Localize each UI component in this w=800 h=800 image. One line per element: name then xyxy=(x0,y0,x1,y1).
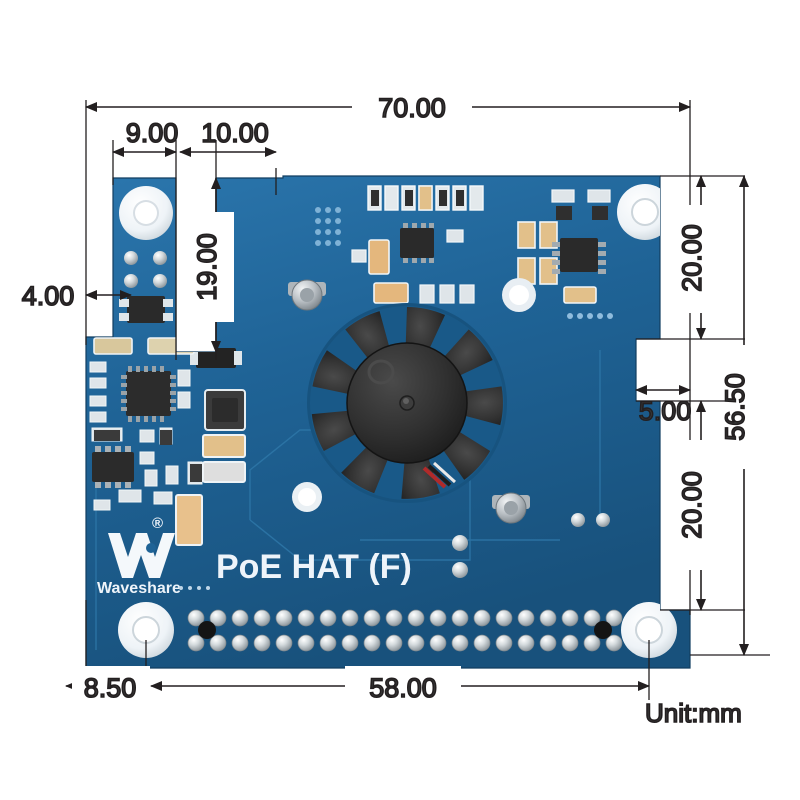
top-right-component-group xyxy=(517,189,613,319)
dimension-label-hole-edge-offset: 8.50 xyxy=(84,673,137,703)
dimension-label-hole-pitch: 58.00 xyxy=(369,673,437,703)
dimension-label-overall-width: 70.00 xyxy=(378,93,446,123)
dimension-hole-pitch: 58.00 xyxy=(150,666,650,704)
waveshare-logo-icon xyxy=(108,533,175,578)
brand-registered-mark: ® xyxy=(152,515,163,532)
dimension-tab-depth: 19.00 xyxy=(191,177,234,353)
mounting-holes xyxy=(118,184,677,658)
unit-label-text: Unit:mm xyxy=(645,698,742,728)
dimension-label-overall-height: 56.50 xyxy=(720,373,750,441)
dimension-left-tab-offset: 9.00 xyxy=(112,117,179,157)
dimension-overall-width: 70.00 xyxy=(85,88,691,124)
dimension-left-edge-inset: 4.00 xyxy=(21,280,132,312)
left-tab-components xyxy=(119,186,173,323)
top-component-bank xyxy=(315,185,484,304)
dimension-upper-span: 20.00 xyxy=(676,175,718,340)
dimension-tab-gap: 10.00 xyxy=(179,117,277,157)
dimension-lower-span: 20.00 xyxy=(676,400,718,611)
mounting-screws xyxy=(288,279,530,524)
dimension-label-tab-gap: 10.00 xyxy=(201,118,269,148)
dimension-label-lower-span: 20.00 xyxy=(677,471,707,539)
dimension-label-tab-depth: 19.00 xyxy=(192,233,222,301)
lower-right-pads xyxy=(452,513,610,578)
dimension-notch-depth: 5.00 xyxy=(635,385,692,427)
dimension-label-upper-span: 20.00 xyxy=(677,224,707,292)
unit-label: Unit:mm xyxy=(644,697,742,729)
dimension-label-notch-depth: 5.00 xyxy=(639,396,692,426)
dimension-overall-height: 56.50 xyxy=(719,175,762,656)
cooling-fan xyxy=(307,303,507,503)
dimension-label-left-tab-offset: 9.00 xyxy=(126,118,179,148)
product-name-silkscreen: PoE HAT (F) xyxy=(216,548,412,586)
brand-name-silkscreen: Waveshare xyxy=(97,580,181,597)
gpio-header xyxy=(187,609,623,652)
dimension-label-left-edge-inset: 4.00 xyxy=(22,281,75,311)
board-silkscreen-text: ® Waveshare PoE HAT (F) xyxy=(97,515,412,597)
dimension-hole-edge-offset: 8.50 xyxy=(65,666,150,704)
